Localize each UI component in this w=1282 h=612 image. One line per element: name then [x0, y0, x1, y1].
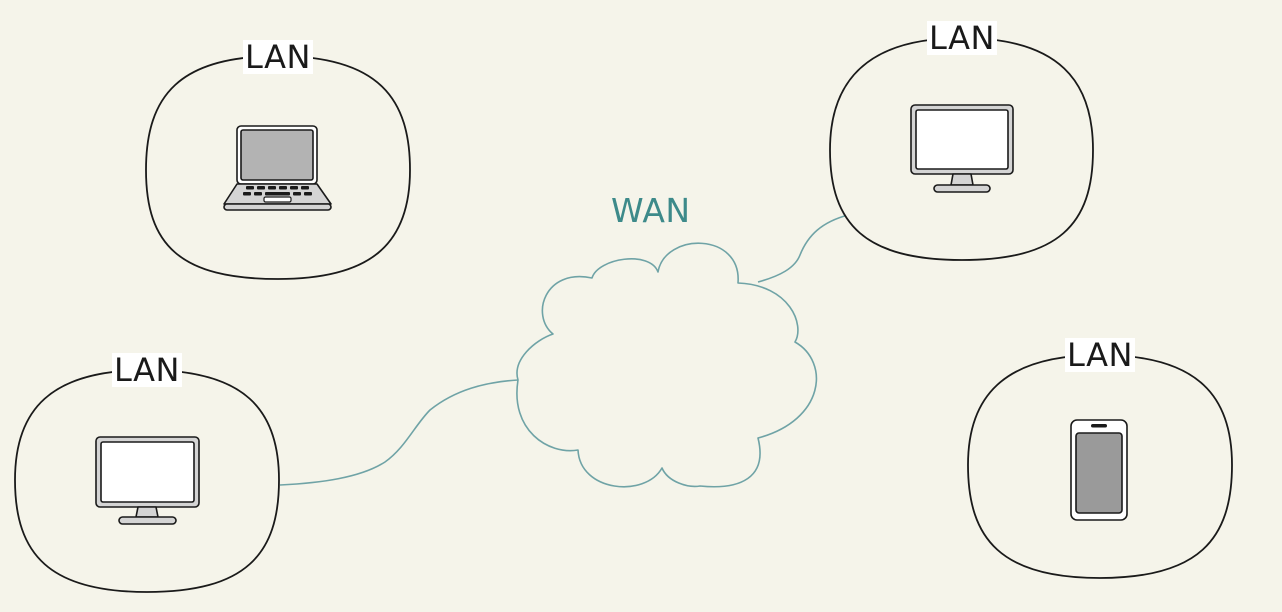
laptop-icon	[223, 125, 332, 211]
lan-3-label: LAN	[112, 351, 182, 389]
lan-4-label: LAN	[1065, 336, 1135, 374]
lan-2-label: LAN	[927, 19, 997, 57]
wan-link-bottom-left	[279, 379, 519, 486]
wan-link-top-right	[757, 214, 849, 283]
wan-label: WAN	[611, 191, 691, 230]
desktop-monitor-icon	[95, 436, 200, 525]
wan-cloud-shape	[516, 242, 818, 488]
desktop-monitor-icon	[910, 104, 1014, 193]
lan-1-label: LAN	[243, 38, 313, 76]
smartphone-icon	[1070, 419, 1128, 521]
